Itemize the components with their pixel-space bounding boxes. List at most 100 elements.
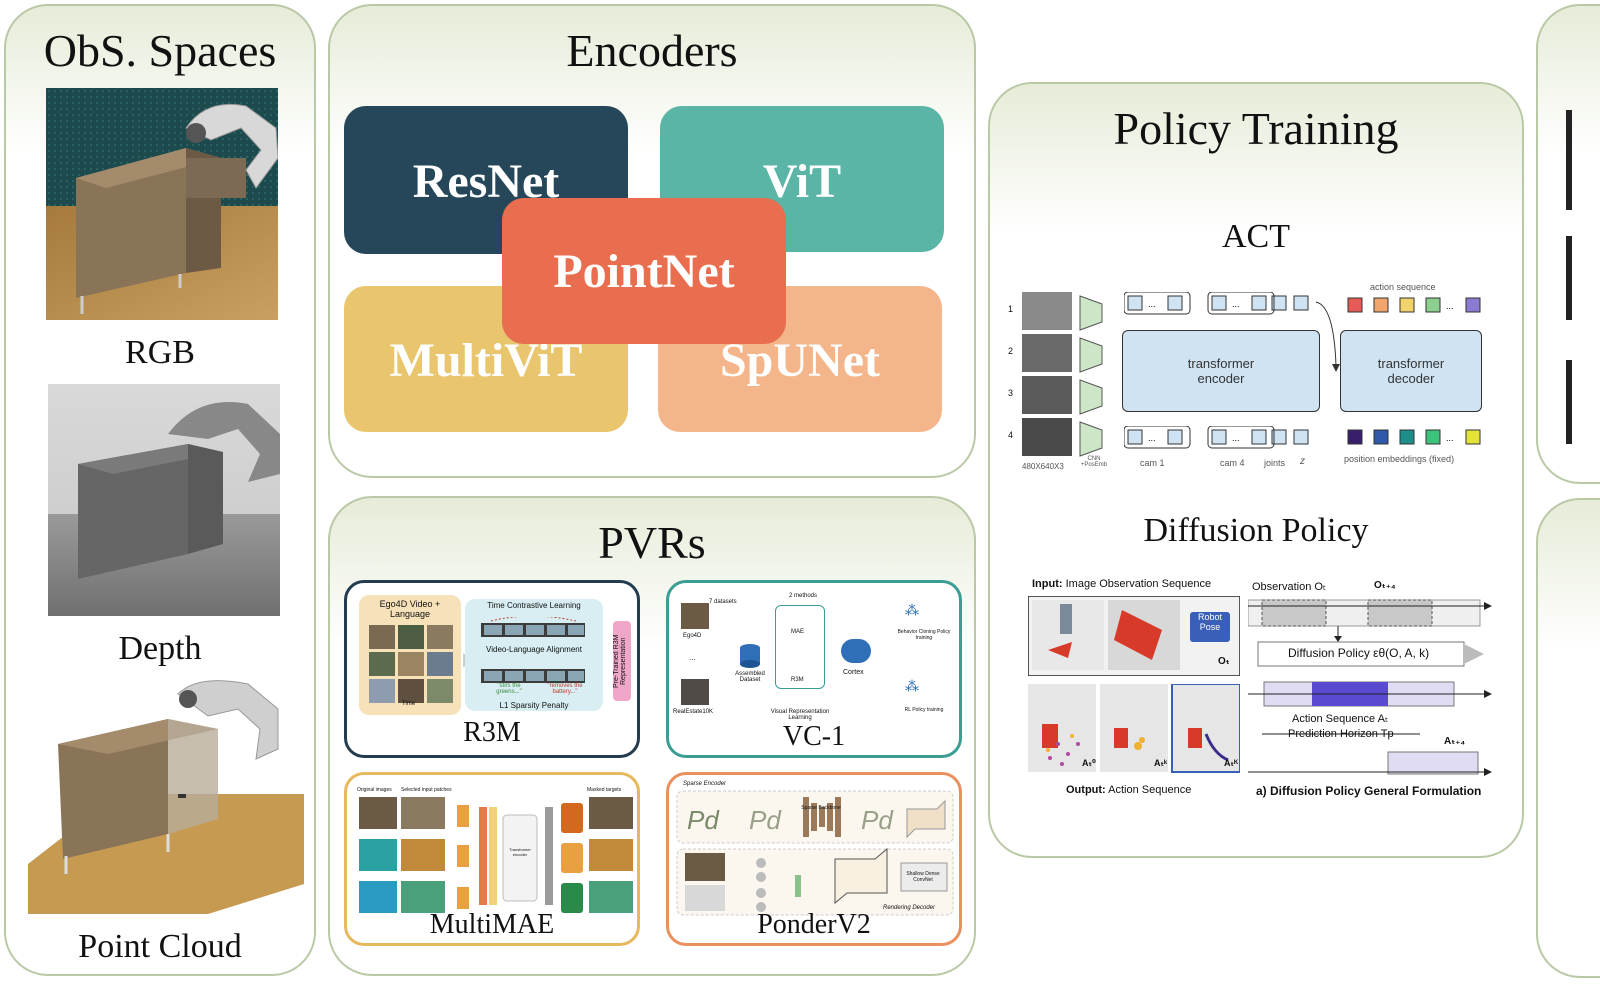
ponder-render-decoder: Rendering Decoder bbox=[883, 905, 936, 911]
ponderv2-label: PonderV2 bbox=[757, 909, 871, 940]
ponder-sparse-encoder: Sparse Encoder bbox=[683, 781, 727, 787]
dp-input: Input: Image Observation Sequence bbox=[1032, 578, 1211, 590]
depth-image bbox=[48, 384, 280, 616]
vc1-datasets: 7 datasets bbox=[709, 599, 737, 605]
point-cloud-label: Point Cloud bbox=[78, 928, 242, 965]
dp-caption: a) Diffusion Policy General Formulation bbox=[1256, 784, 1482, 798]
act-pos-emb: position embeddings (fixed) bbox=[1344, 454, 1455, 464]
dp-a-label-3: Aₜᴷ bbox=[1224, 758, 1239, 768]
r3m-vla: Video-Language Alignment bbox=[486, 645, 582, 654]
vc1-bc-net-icon: ⁂ bbox=[905, 604, 919, 619]
dp-a-t4: Aₜ₊₄ bbox=[1444, 736, 1466, 747]
svg-text:...: ... bbox=[1232, 299, 1240, 309]
right-panel-mark-2 bbox=[1566, 236, 1572, 320]
svg-text:...: ... bbox=[1232, 433, 1240, 443]
vc1-ego4d-thumb bbox=[681, 603, 709, 629]
vc1-card: 7 datasets Ego4D ... RealEstate10K Assem… bbox=[666, 580, 962, 758]
act-cam1: cam 1 bbox=[1140, 458, 1165, 468]
vc1-realestate: RealEstate10K bbox=[673, 709, 714, 715]
act-token-row-bottom: ...... bbox=[1124, 426, 1309, 449]
diffusion-policy-label: Diffusion Policy bbox=[1143, 512, 1369, 549]
dp-timeline bbox=[1248, 599, 1492, 776]
r3m-card: Ego4D Video + Language Time ▶ Time Contr… bbox=[344, 580, 640, 758]
dp-action-images bbox=[1028, 684, 1240, 773]
vc1-cortex-icon bbox=[841, 639, 871, 663]
svg-text:Pd: Pd bbox=[749, 805, 782, 835]
obs-spaces-title: ObS. Spaces bbox=[43, 25, 277, 76]
vc1-mae: MAE bbox=[791, 629, 805, 635]
act-cam-img-1 bbox=[1022, 292, 1072, 330]
depth-label: Depth bbox=[118, 630, 202, 667]
dp-a-label-2: Aₜᵏ bbox=[1154, 758, 1168, 768]
act-cam-img-4 bbox=[1022, 418, 1072, 456]
dp-formula: Diffusion Policy εθ(O, A, k) bbox=[1288, 646, 1430, 660]
act-z: z bbox=[1300, 456, 1305, 467]
dp-input-text: Image Observation Sequence bbox=[1065, 578, 1212, 590]
dp-observation: Observation Oₜ bbox=[1252, 581, 1327, 593]
r3m-video-grid bbox=[369, 625, 453, 703]
rgb-label: RGB bbox=[125, 334, 195, 371]
encoders-title: Encoders bbox=[566, 25, 738, 76]
multimae-encoder: Transformer encoder bbox=[509, 847, 531, 857]
dp-output-bold: Output: bbox=[1066, 784, 1106, 796]
act-row-2: 2 bbox=[1008, 346, 1014, 356]
policy-training-title: Policy Training bbox=[1113, 103, 1399, 154]
dp-input-bold: Input: bbox=[1032, 578, 1063, 590]
r3m-side-label: Pre-Trained R3M Representation bbox=[613, 621, 631, 701]
dp-robot-pose: Robot Pose bbox=[1190, 612, 1230, 642]
act-cam-img-3 bbox=[1022, 376, 1072, 414]
point-cloud-image bbox=[28, 680, 304, 914]
r3m-time: Time bbox=[402, 701, 416, 707]
dp-action-seq: Action Sequence Aₜ bbox=[1292, 713, 1389, 725]
vc1-realestate-thumb bbox=[681, 679, 709, 705]
act-action-sq-3 bbox=[1399, 297, 1415, 313]
ponderv2-card: Sparse Encoder Pd Pd Pd Sparse Backbone … bbox=[666, 772, 962, 946]
act-action-sq-2 bbox=[1373, 297, 1389, 313]
vc1-assembled: Assembled Dataset bbox=[735, 671, 765, 683]
svg-text:Pd: Pd bbox=[687, 805, 720, 835]
dp-a-label-1: Aₜ⁰ bbox=[1082, 758, 1096, 768]
multimae-label: MultiMAE bbox=[429, 909, 555, 940]
svg-text:...: ... bbox=[1148, 299, 1156, 309]
pvrs-title: PVRs bbox=[598, 517, 706, 568]
act-action-sq-5 bbox=[1465, 297, 1481, 313]
r3m-frames bbox=[481, 617, 585, 683]
svg-text:...: ... bbox=[1148, 433, 1156, 443]
act-action-sq-1 bbox=[1347, 297, 1363, 313]
act-action-squares: ... bbox=[1347, 297, 1481, 313]
r3m-l1: L1 Sparsity Penalty bbox=[499, 701, 569, 710]
act-diagram: 1 2 3 4 480X640X3 CNN +PosEmb ...... tra… bbox=[1004, 282, 1504, 478]
act-cam4: cam 4 bbox=[1220, 458, 1245, 468]
multimae-selected: Selected input patches bbox=[401, 787, 452, 793]
multimae-orig: Original images bbox=[357, 787, 392, 793]
vc1-bc: Behavior Cloning Policy training bbox=[897, 629, 951, 641]
diffusion-policy-diagram: Input: Image Observation Sequence Robot … bbox=[1024, 578, 1494, 806]
vc1-methods: 2 methods bbox=[789, 593, 818, 599]
ponder-diagram: Pd Pd Pd bbox=[676, 790, 954, 916]
dp-horizon: Prediction Horizon Tp bbox=[1288, 728, 1394, 740]
vc1-database-icon bbox=[740, 644, 760, 668]
act-row-1: 1 bbox=[1008, 304, 1014, 314]
dp-output-text: Action Sequence bbox=[1108, 784, 1192, 796]
act-pos-sq-2 bbox=[1373, 429, 1389, 445]
multimae-card: Original images Selected input patches M… bbox=[344, 772, 640, 946]
act-enc-dec-arrow bbox=[1315, 301, 1340, 372]
obs-spaces-panel: ObS. Spaces RGB bbox=[4, 4, 316, 976]
svg-text:...: ... bbox=[1446, 301, 1454, 311]
ponder-sparse-backbone: Sparse Backbone bbox=[801, 805, 841, 811]
act-pos-sq-5 bbox=[1465, 429, 1481, 445]
act-pos-squares: ... bbox=[1347, 429, 1481, 445]
vc1-vrl: Visual Representation Learning bbox=[770, 709, 830, 721]
act-cnn-trapezoids bbox=[1079, 295, 1103, 457]
act-resolution: 480X640X3 bbox=[1022, 462, 1064, 471]
act-encoder: transformer encoder bbox=[1122, 330, 1320, 412]
r3m-quote-1: "stirs the greens..." bbox=[496, 683, 522, 695]
vc1-cortex: Cortex bbox=[843, 669, 864, 676]
vc1-ego4d: Ego4D bbox=[683, 633, 702, 639]
act-pos-sq-1 bbox=[1347, 429, 1363, 445]
act-cnn: CNN +PosEmb bbox=[1080, 456, 1108, 468]
r3m-label: R3M bbox=[463, 717, 521, 748]
policy-training-panel: Policy Training ACT Diffusion Policy bbox=[988, 82, 1524, 858]
act-pos-sq-4 bbox=[1425, 429, 1441, 445]
dp-output: Output: Action Sequence bbox=[1066, 784, 1191, 796]
